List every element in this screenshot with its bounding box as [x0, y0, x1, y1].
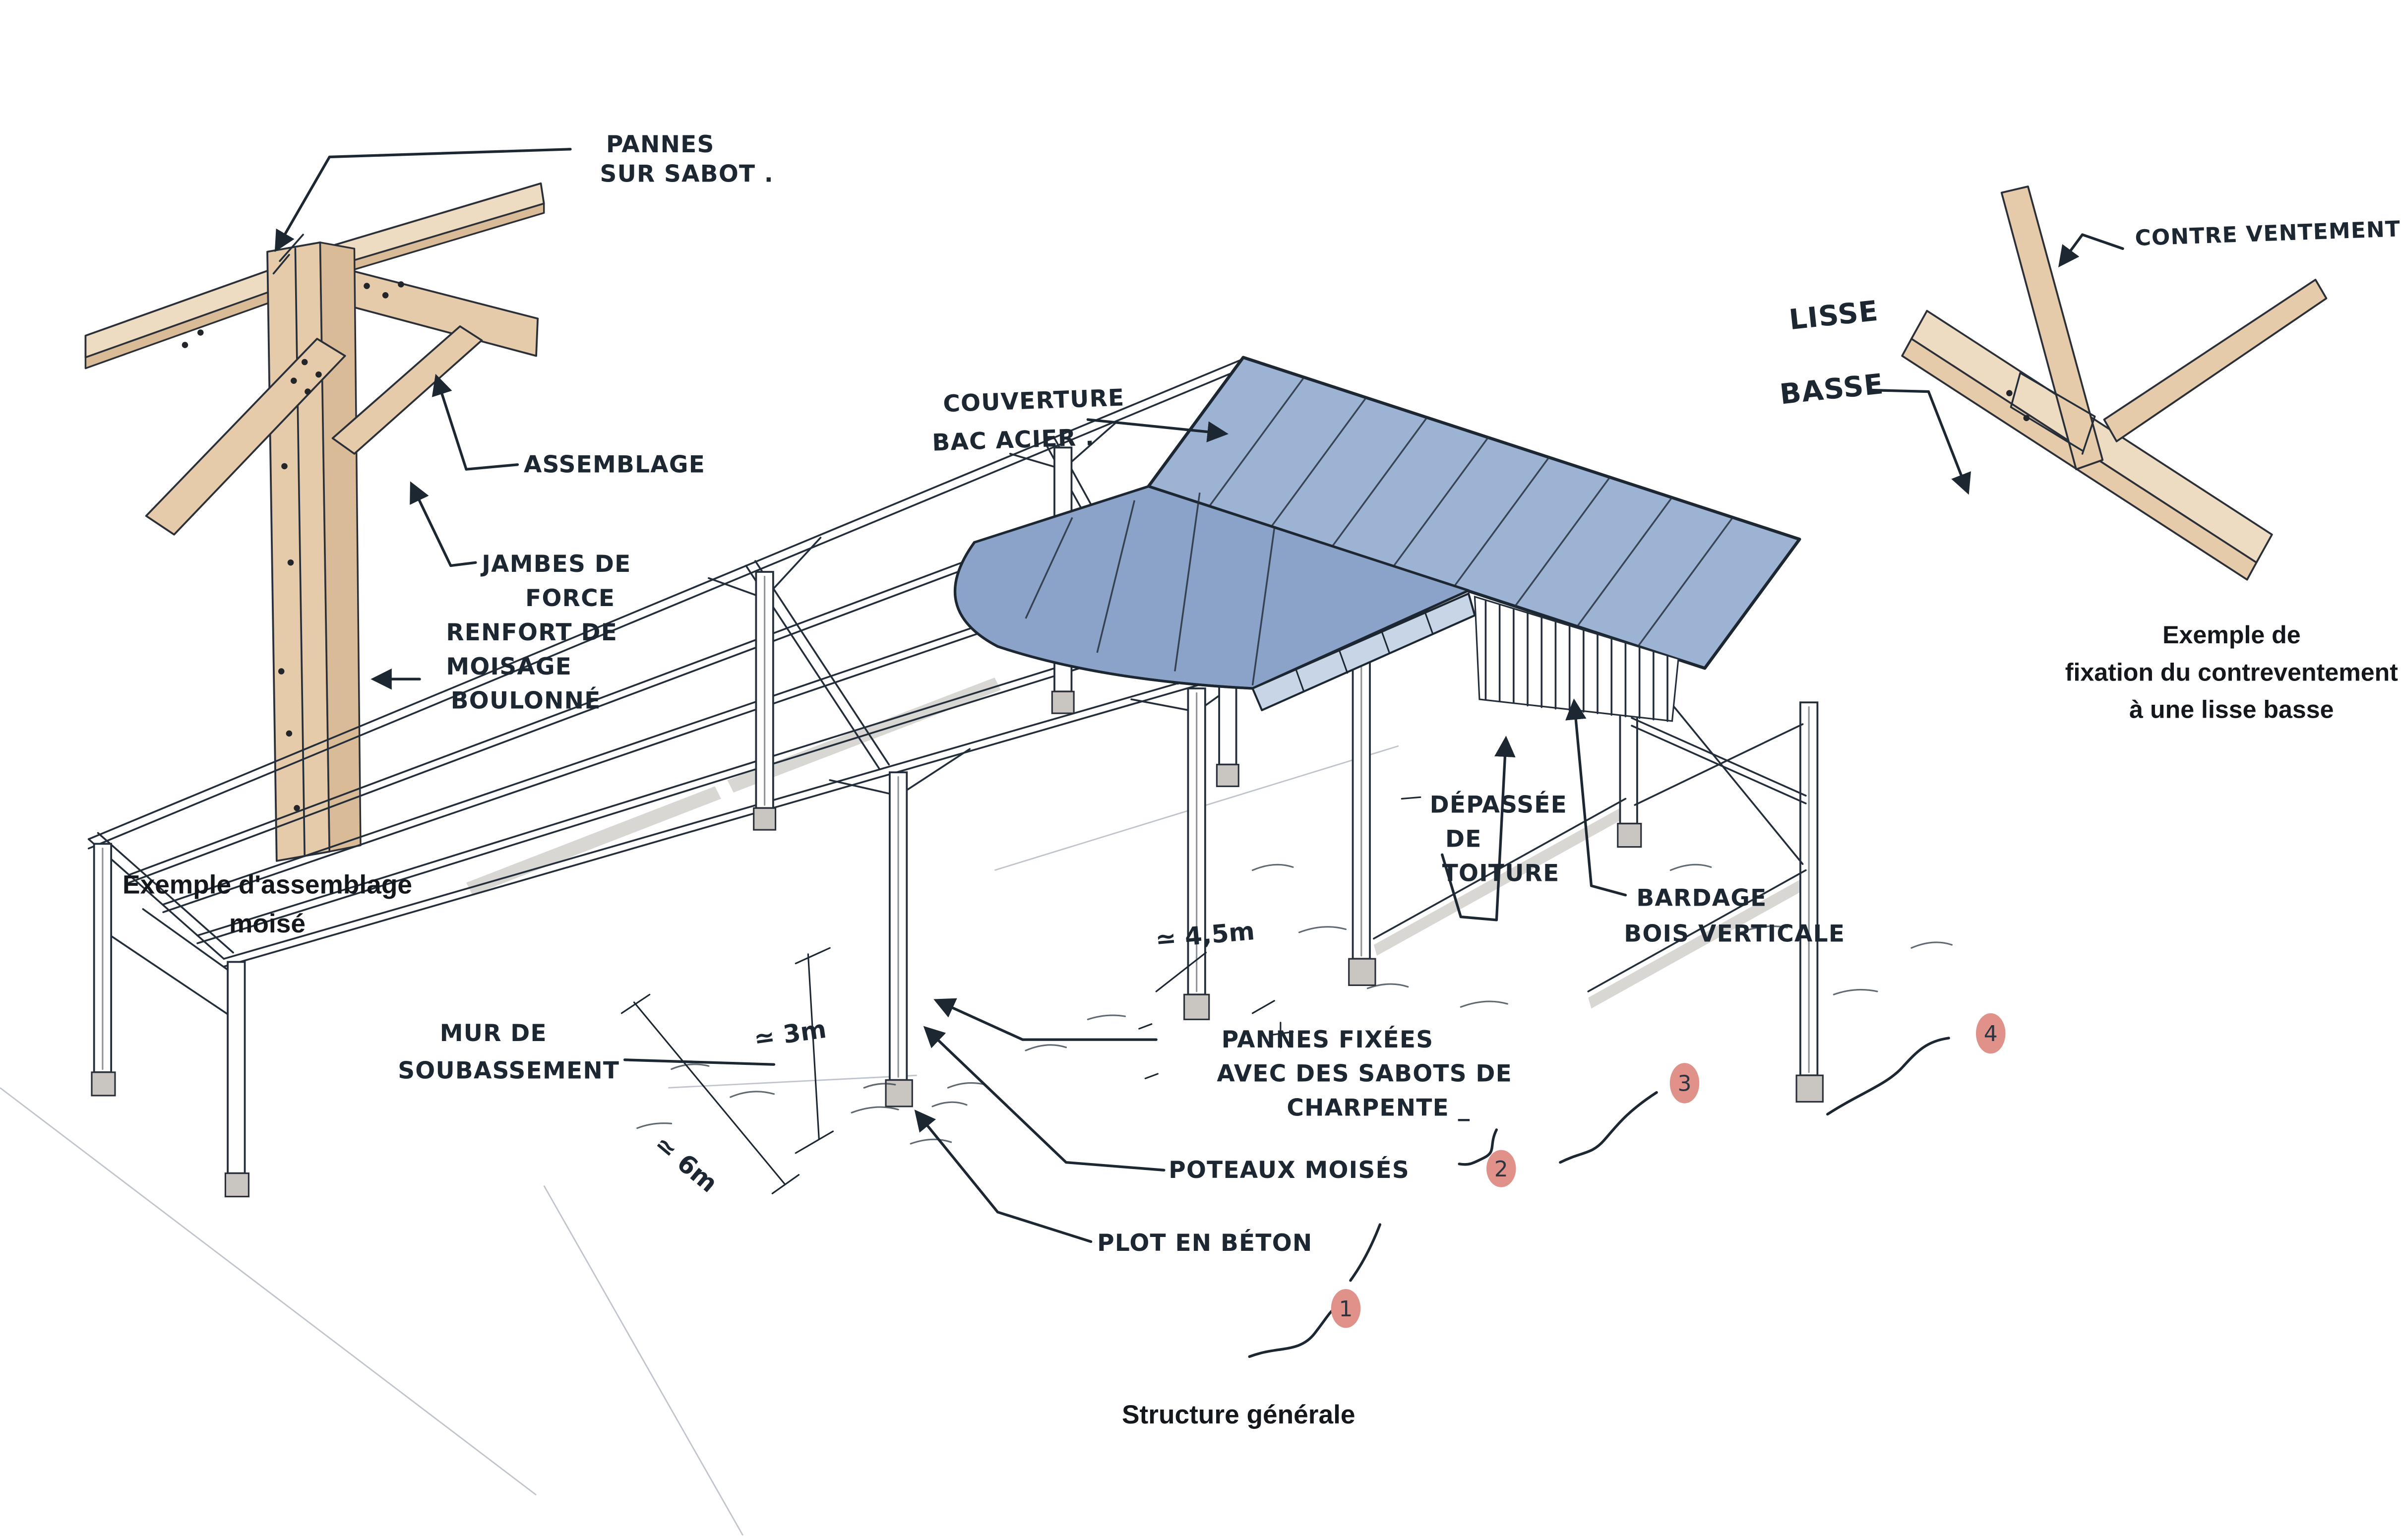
pannes-fixees-arrow [933, 998, 1158, 1041]
purlin-right-beam [331, 182, 545, 267]
label-pannes-line2: SUR SABOT . [600, 161, 774, 188]
label-plot: PLOT EN BÉTON [1097, 1230, 1312, 1257]
label-pannes-fixees-line3: CHARPENTE _ [1287, 1095, 1470, 1122]
dimension-3m: ≃ 3m [752, 947, 834, 1154]
label-mur-line2: SOUBASSEMENT [398, 1057, 619, 1084]
assemblage-arrow [431, 373, 519, 471]
depassee-bracket [1441, 853, 1498, 922]
marker-4-number: 4 [1984, 1021, 1998, 1047]
ground-guide-line [668, 1074, 917, 1089]
mur-leader [623, 1058, 776, 1066]
bolt-dot [2006, 390, 2013, 396]
label-couverture-line1: COUVERTURE [942, 384, 1125, 418]
label-assemblage: ASSEMBLAGE [524, 451, 705, 478]
label-jambes-line2: FORCE [525, 585, 615, 612]
end-frame-bracing [1373, 658, 1807, 992]
bracing-detail-figure [1901, 185, 2328, 581]
label-depassee-line2: DE [1445, 826, 1482, 853]
label-jambes-line4: MOISAGE [446, 653, 572, 680]
marker4-leader [1826, 1037, 1950, 1116]
couverture-arrow [1086, 418, 1229, 442]
beam-shadow [1373, 804, 1629, 956]
ground-guide-line [543, 1185, 743, 1536]
caption-structure-title: Structure générale [1122, 1400, 1355, 1429]
annotation-arrows [274, 148, 2124, 1243]
bardage-panel [1474, 596, 1679, 722]
roof-main-panel [1147, 356, 1801, 670]
poteaux-arrow [923, 1026, 1166, 1171]
main-structure-figure: ≃ 3m ≃ 6m ≃ 4,5m [0, 356, 1953, 1536]
dimension-4-5m: ≃ 4,5m [1138, 916, 1294, 1080]
jambes-arrow [410, 481, 477, 567]
beam-shadow [466, 786, 721, 895]
marker-2: 2 [1486, 1150, 1516, 1187]
label-pannes-line1: PANNES [606, 131, 715, 158]
perpendicular-beam [325, 263, 539, 357]
roof-sheet-seams [1208, 377, 1734, 647]
moise-assembly-figure [84, 182, 545, 862]
marker2-leader [1458, 1128, 1498, 1166]
handwritten-labels: PANNES SUR SABOT . ASSEMBLAGE JAMBES DE … [398, 131, 2401, 1257]
label-contreventement: CONTRE VENTEMENT [2135, 216, 2401, 251]
label-pannes-fixees-line2: AVEC DES SABOTS DE [1217, 1060, 1512, 1088]
moise-post-front [266, 241, 331, 862]
plot-arrow [914, 1109, 1093, 1243]
depassee-arrow [1494, 736, 1516, 922]
left-knee-brace [145, 338, 346, 536]
label-jambes-line3: RENFORT DE [446, 619, 617, 646]
bardage-vertical-planks [1484, 600, 1668, 722]
label-pannes-fixees-line1: PANNES FIXÉES [1222, 1026, 1434, 1053]
moise-post-split-line [294, 247, 306, 858]
label-depassee-line3: TOITURE [1442, 860, 1560, 887]
label-mur-line1: MUR DE [440, 1020, 547, 1047]
label-lisse-line1: LISSE [1787, 295, 1880, 336]
label-depassee-line1: DÉPASSÉE [1430, 792, 1567, 819]
marker3-leader [1559, 1091, 1658, 1164]
depassee-dash [1401, 796, 1421, 800]
fascia-dividers [1295, 611, 1434, 692]
marker-4: 4 [1975, 1013, 2006, 1054]
caption-fixation-line3: à une lisse basse [2129, 696, 2334, 724]
label-bardage-line1: BARDAGE [1636, 885, 1767, 912]
label-bardage-line2: BOIS VERTICALE [1624, 921, 1845, 948]
marker-3: 3 [1669, 1063, 1700, 1104]
swoop-seams [1025, 492, 1276, 685]
label-couverture-line2: BAC ACIER . [932, 424, 1095, 456]
pannes-arrow [274, 148, 572, 252]
phase-markers: 1 2 3 4 [1248, 1013, 2006, 1358]
ground-guide-line [0, 1087, 537, 1496]
beam-shadow [1588, 876, 1809, 1009]
label-jambes-line5: BOULONNÉ [451, 687, 601, 715]
caption-assemblage-line2: moisé [229, 909, 306, 938]
junction-cleat [2010, 372, 2096, 455]
label-jambes-line1: JAMBES DE [480, 551, 631, 578]
marker-3-number: 3 [1678, 1071, 1692, 1097]
label-lisse-line2: BASSE [1778, 368, 1885, 411]
lisse-arrow [1868, 388, 1971, 495]
caption-assemblage-line1: Exemple d'assemblage [123, 870, 412, 900]
crossing-beam [2103, 279, 2328, 442]
roof [953, 356, 1801, 722]
dim-4-5m-label: ≃ 4,5m [1154, 916, 1256, 954]
dim-6m-label: ≃ 6m [649, 1129, 723, 1198]
marker1-leader [1248, 1223, 1382, 1358]
fascia-strip [1251, 592, 1476, 711]
marker-1: 1 [1331, 1289, 1361, 1328]
swoop-eave-curve [953, 541, 1254, 690]
contreventement-brace [2000, 185, 2104, 471]
dim-3m-label: ≃ 3m [752, 1014, 828, 1053]
bardage-arrow [1565, 698, 1627, 897]
marker-1-number: 1 [1339, 1296, 1353, 1322]
contreventement-arrow [2058, 233, 2124, 268]
bolt-dots [182, 281, 404, 811]
printed-captions: Exemple d'assemblage moisé Exemple de fi… [123, 621, 2398, 1429]
right-knee-brace [331, 325, 483, 455]
label-poteaux: POTEAUX MOISÉS [1169, 1157, 1410, 1184]
bolt-dot [2023, 415, 2030, 422]
caption-fixation-line2: fixation du contreventement [2065, 658, 2399, 686]
caption-fixation-line1: Exemple de [2162, 621, 2301, 649]
ground-squiggles [636, 863, 1953, 1145]
marker-2-number: 2 [1494, 1157, 1508, 1182]
